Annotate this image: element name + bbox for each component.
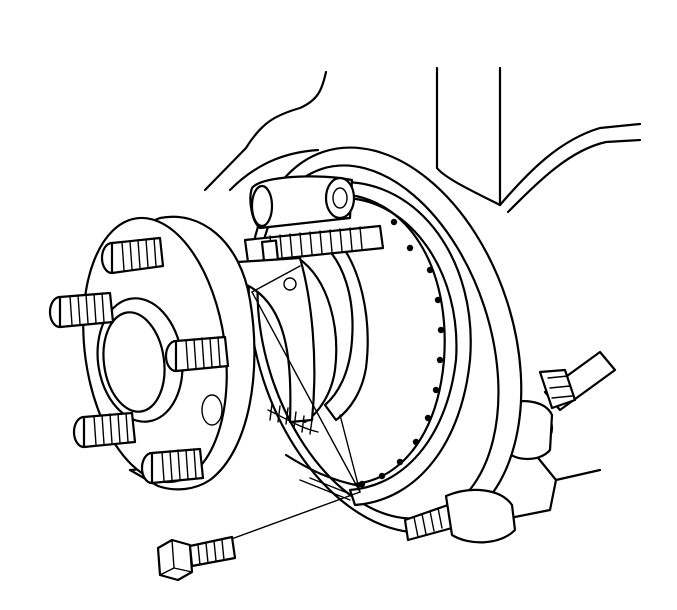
brake-shoes bbox=[296, 180, 472, 507]
lower-control-arm-bolt bbox=[403, 488, 517, 544]
hub-mounting-bolt bbox=[156, 535, 237, 582]
wheel-stud bbox=[72, 411, 137, 449]
wheel-stud bbox=[100, 236, 165, 275]
wheel-stud bbox=[164, 335, 230, 373]
callout-lines bbox=[214, 265, 361, 546]
wheel-stud bbox=[48, 291, 115, 329]
return-springs bbox=[267, 403, 362, 501]
wheel-stud bbox=[140, 447, 205, 485]
wheel-cylinder bbox=[249, 175, 356, 230]
adjuster-assembly bbox=[243, 224, 385, 264]
wheel-studs bbox=[48, 236, 230, 485]
park-brake-strut bbox=[236, 256, 316, 424]
